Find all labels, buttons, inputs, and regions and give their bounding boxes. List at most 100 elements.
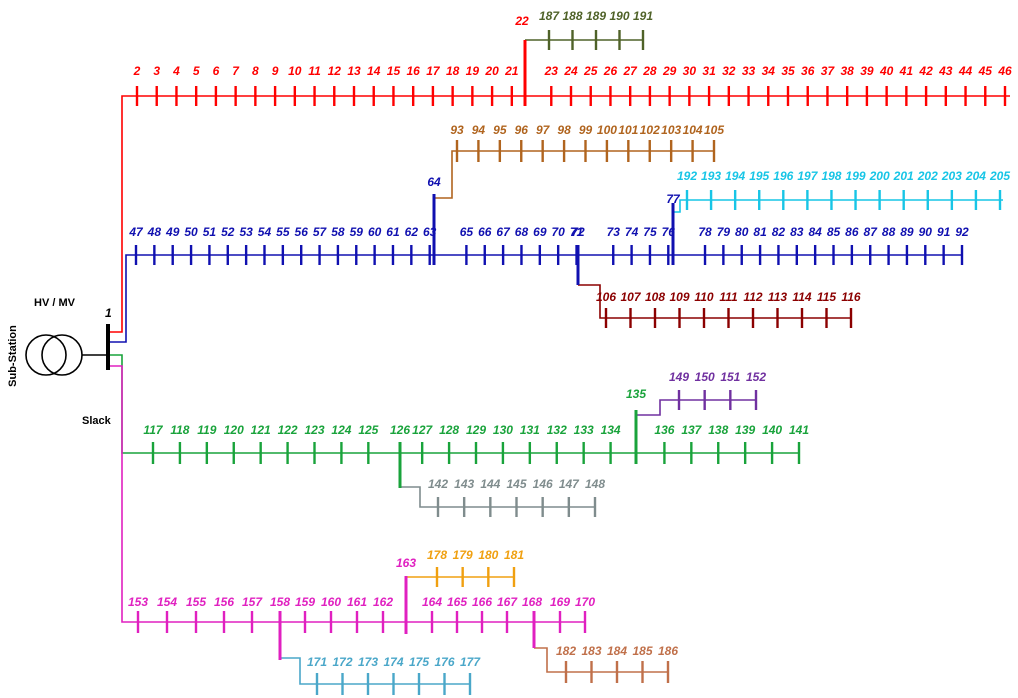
bus-label-93: 93	[450, 123, 464, 137]
bus-label-161: 161	[347, 595, 367, 609]
bus-label-7: 7	[232, 64, 240, 78]
bus-label-43: 43	[938, 64, 953, 78]
bus-label-185: 185	[632, 644, 652, 658]
transformer-icon	[25, 334, 108, 376]
bus-label-71: 71	[570, 225, 584, 239]
bus-label-26: 26	[603, 64, 618, 78]
bus-label-101: 101	[618, 123, 638, 137]
bus-label-135: 135	[626, 387, 646, 401]
bus-label-179: 179	[453, 548, 473, 562]
bus-label-97: 97	[536, 123, 551, 137]
bus-label-198: 198	[821, 169, 841, 183]
bus-label-187: 187	[539, 9, 560, 23]
bus-label-8: 8	[252, 64, 259, 78]
bus-label-24: 24	[563, 64, 578, 78]
bus-label-65: 65	[460, 225, 474, 239]
bus-label-171: 171	[307, 655, 327, 669]
bus-label-107: 107	[620, 290, 641, 304]
bus-label-180: 180	[478, 548, 498, 562]
bus-label-68: 68	[515, 225, 529, 239]
lateral-106-line	[578, 284, 851, 319]
bus-label-186: 186	[658, 644, 678, 658]
bus-label-124: 124	[331, 423, 351, 437]
bus-label-79: 79	[717, 225, 731, 239]
bus-label-32: 32	[722, 64, 736, 78]
bus-label-42: 42	[918, 64, 933, 78]
bus-label-50: 50	[184, 225, 198, 239]
slack-label: Slack	[82, 415, 112, 427]
bus-label-165: 165	[447, 595, 467, 609]
bus-label-163: 163	[396, 556, 416, 570]
bus-label-21: 21	[504, 64, 519, 78]
bus-label-70: 70	[551, 225, 565, 239]
bus-label-153: 153	[128, 595, 148, 609]
bus-label-149: 149	[669, 370, 689, 384]
feeder-lines	[110, 39, 1010, 685]
bus-label-108: 108	[645, 290, 665, 304]
bus-label-30: 30	[683, 64, 697, 78]
bus-label-120: 120	[224, 423, 244, 437]
bus-label-85: 85	[827, 225, 841, 239]
bus-label-117: 117	[143, 423, 163, 437]
bus-label-15: 15	[387, 64, 401, 78]
bus-label-175: 175	[409, 655, 429, 669]
bus-label-200: 200	[869, 169, 890, 183]
bus-label-192: 192	[677, 169, 697, 183]
bus-label-126: 126	[390, 423, 410, 437]
bus-label-137: 137	[681, 423, 702, 437]
bus-label-9: 9	[272, 64, 279, 78]
bus-label-46: 46	[997, 64, 1012, 78]
bus-label-189: 189	[586, 9, 606, 23]
bus-label-182: 182	[556, 644, 576, 658]
bus-label-188: 188	[562, 9, 582, 23]
bus-label-17: 17	[426, 64, 441, 78]
bus-label-127: 127	[412, 423, 433, 437]
bus-label-129: 129	[466, 423, 486, 437]
bus-label-31: 31	[702, 64, 716, 78]
bus-label-132: 132	[547, 423, 567, 437]
bus-label-89: 89	[900, 225, 914, 239]
lateral-192-line	[673, 199, 1003, 213]
bus-label-166: 166	[472, 595, 492, 609]
bus-label-181: 181	[504, 548, 524, 562]
bus-label-110: 110	[694, 290, 713, 304]
bus-label-164: 164	[422, 595, 442, 609]
feeder-blue-line	[110, 254, 962, 343]
bus-label-95: 95	[493, 123, 507, 137]
bus-label-96: 96	[515, 123, 529, 137]
bus-label-94: 94	[472, 123, 486, 137]
bus-label-167: 167	[497, 595, 518, 609]
bus-label-39: 39	[860, 64, 874, 78]
bus-label-123: 123	[304, 423, 324, 437]
bus-label-183: 183	[581, 644, 601, 658]
bus-label-146: 146	[533, 477, 553, 491]
bus-label-113: 113	[768, 290, 787, 304]
bus-label-201: 201	[893, 169, 914, 183]
bus-label-103: 103	[661, 123, 681, 137]
bus-label-80: 80	[735, 225, 749, 239]
bus-label-139: 139	[735, 423, 755, 437]
feeder-red-line	[110, 95, 1010, 333]
lateral-142-line	[400, 486, 595, 508]
bus-label-104: 104	[683, 123, 703, 137]
bus-label-16: 16	[407, 64, 421, 78]
bus-label-191: 191	[633, 9, 653, 23]
bus-label-40: 40	[879, 64, 894, 78]
bus-label-111: 111	[719, 290, 738, 304]
bus-label-20: 20	[484, 64, 499, 78]
bus-label-67: 67	[496, 225, 511, 239]
bus-label-81: 81	[753, 225, 767, 239]
feeder-magenta-line	[110, 365, 585, 623]
bus-label-12: 12	[328, 64, 342, 78]
substation-label: Sub-Station	[7, 325, 19, 387]
bus-label-125: 125	[358, 423, 378, 437]
bus-label-19: 19	[466, 64, 480, 78]
bus-label-72: 72	[571, 225, 585, 239]
bus-label-74: 74	[625, 225, 639, 239]
bus-label-205: 205	[989, 169, 1010, 183]
bus-label-157: 157	[242, 595, 263, 609]
bus-label-60: 60	[368, 225, 382, 239]
bus-label-128: 128	[439, 423, 459, 437]
bus-label-122: 122	[278, 423, 298, 437]
bus-label-115: 115	[817, 290, 836, 304]
